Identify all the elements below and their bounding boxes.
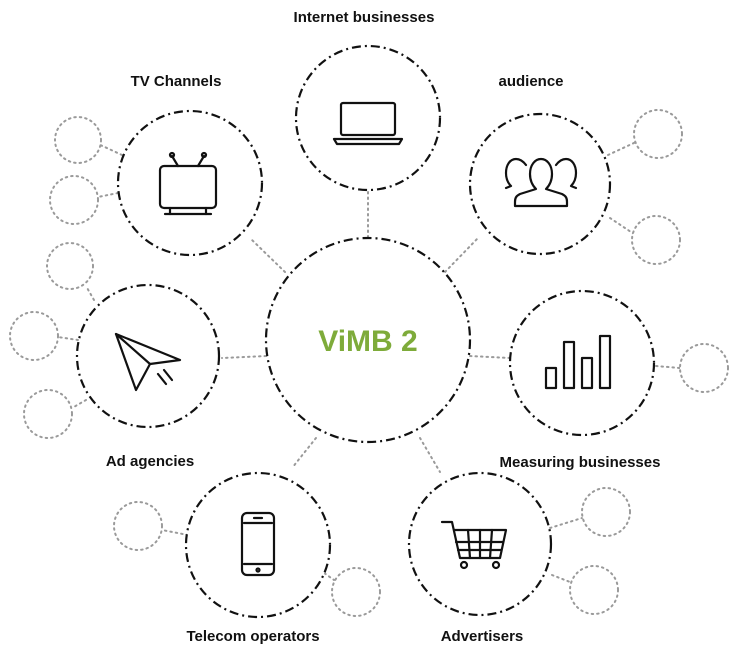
node-telecom-operators: Telecom operators xyxy=(184,471,332,645)
node-advertisers: Advertisers xyxy=(407,471,553,645)
node-label-audience: audience xyxy=(498,73,563,90)
center-circle xyxy=(264,236,472,444)
satellite-circle xyxy=(679,343,729,393)
node-circle xyxy=(294,44,442,192)
node-label-telecom: Telecom operators xyxy=(186,628,319,645)
node-internet-businesses: Internet businesses xyxy=(294,9,442,192)
bar-chart-icon xyxy=(544,334,612,390)
smartphone-icon xyxy=(240,511,276,577)
node-label-tv: TV Channels xyxy=(131,73,222,90)
satellite-circle xyxy=(23,389,73,439)
satellite-circle xyxy=(54,116,102,164)
center-label: ViMB 2 xyxy=(318,325,417,358)
hub-connectors xyxy=(221,189,511,473)
satellite-circle xyxy=(113,501,163,551)
node-label-advertisers: Advertisers xyxy=(441,628,524,645)
satellite-circle xyxy=(46,242,94,290)
laptop-icon xyxy=(332,101,404,146)
node-circle xyxy=(75,283,221,429)
node-audience: audience xyxy=(468,73,612,256)
node-label-agencies: Ad agencies xyxy=(106,453,194,470)
tv-icon xyxy=(158,151,218,216)
people-icon xyxy=(504,157,578,208)
node-circle xyxy=(184,471,332,619)
satellite-circle xyxy=(631,215,681,265)
satellite-circle xyxy=(9,311,59,361)
node-measuring-businesses: Measuring businesses xyxy=(500,289,661,471)
satellite-circles xyxy=(9,109,729,617)
shopping-cart-icon xyxy=(440,520,508,570)
node-label-measuring: Measuring businesses xyxy=(500,454,661,471)
satellite-circle xyxy=(331,567,381,617)
satellite-connectors xyxy=(57,141,681,583)
node-ad-agencies: Ad agencies xyxy=(75,283,221,470)
satellite-circle xyxy=(581,487,631,537)
node-circle xyxy=(468,112,612,256)
satellite-circle xyxy=(569,565,619,615)
center-hub: ViMB 2 xyxy=(264,236,472,444)
paper-plane-icon xyxy=(114,332,182,392)
node-label-internet: Internet businesses xyxy=(294,9,435,26)
node-circle xyxy=(116,109,264,257)
satellite-circle xyxy=(633,109,683,159)
satellite-circle xyxy=(49,175,99,225)
node-tv-channels: TV Channels xyxy=(116,73,264,257)
